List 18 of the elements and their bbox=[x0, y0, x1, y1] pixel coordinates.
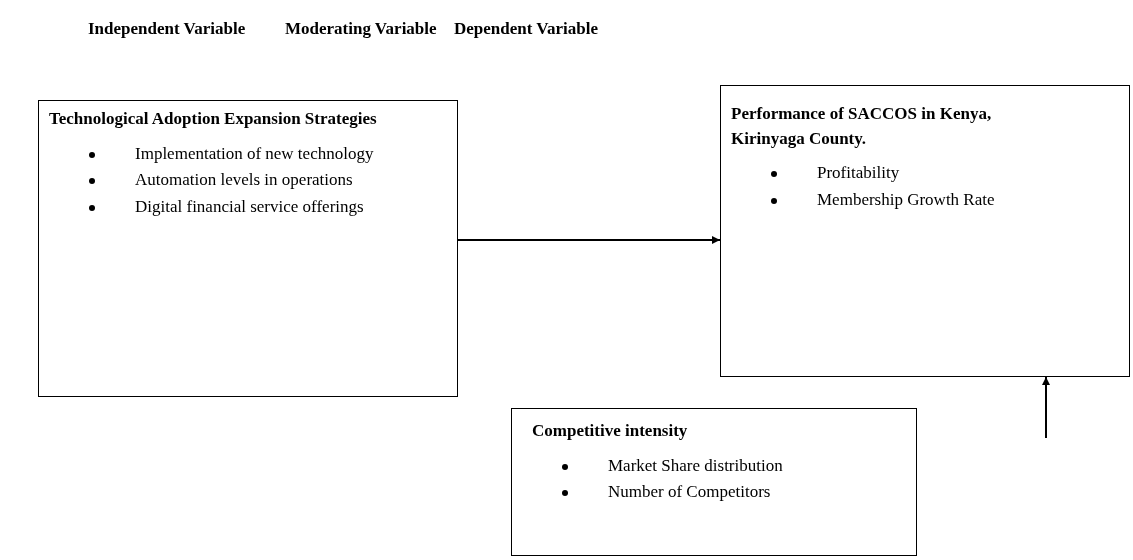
bullet-item: Number of Competitors bbox=[608, 481, 771, 504]
box-heading: Technological Adoption Expansion Strategies bbox=[49, 108, 378, 130]
arrow bbox=[1042, 376, 1050, 439]
bullet-item: Membership Growth Rate bbox=[817, 188, 995, 211]
variable-box bbox=[720, 85, 1130, 377]
bullet-item: Automation levels in operations bbox=[135, 169, 353, 192]
bullet-item: Digital financial service offerings bbox=[135, 195, 364, 218]
bullet-item: Market Share distribution bbox=[608, 454, 783, 477]
bullet-item: Profitability bbox=[817, 162, 900, 185]
box-heading: Competitive intensity bbox=[532, 420, 689, 442]
column-heading: Independent Variable bbox=[88, 19, 246, 39]
bullet-item: Implementation of new technology bbox=[135, 142, 374, 165]
column-heading: Moderating Variable bbox=[285, 19, 437, 39]
column-heading: Dependent Variable bbox=[454, 19, 599, 39]
variable-box bbox=[38, 100, 458, 397]
arrow bbox=[457, 236, 721, 244]
variable-box bbox=[511, 408, 917, 556]
box-heading: Performance of SACCOS in Kenya, Kirinyaga County. bbox=[731, 103, 993, 150]
